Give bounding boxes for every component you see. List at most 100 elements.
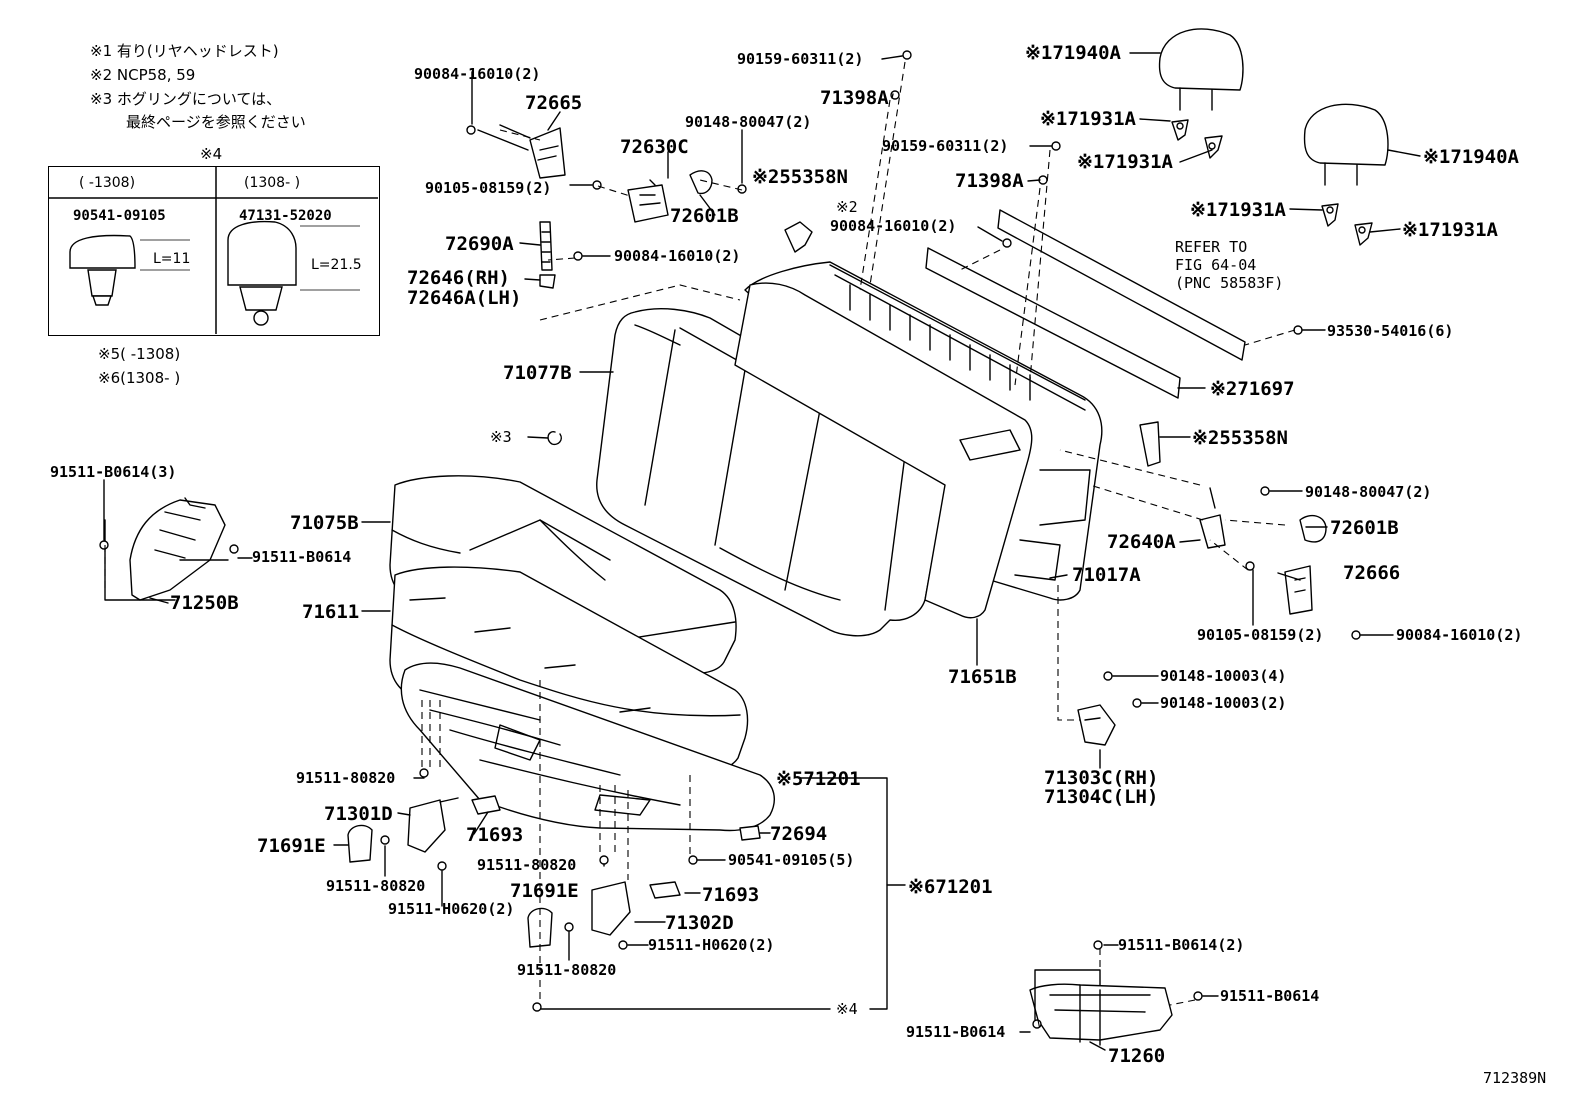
mechanism-72630C xyxy=(627,179,669,223)
label-71250B: 71250B xyxy=(170,592,239,614)
label-71931A-1: ※171931A xyxy=(1040,108,1136,130)
knob-72601B-left xyxy=(689,170,713,195)
clip-72694 xyxy=(739,825,761,841)
refer-line-2: FIG 64-04 xyxy=(1175,256,1257,274)
label-71398A-top: 71398A xyxy=(820,87,889,109)
label-93530-54016: 93530-54016(6) xyxy=(1327,322,1454,340)
label-71693-right: 71693 xyxy=(702,884,760,906)
label-72666: 72666 xyxy=(1343,562,1401,584)
label-72690A: 72690A xyxy=(445,233,514,255)
label-91511-B0614-3: 91511-B0614(3) xyxy=(50,463,177,481)
label-90159-60311-mid: 90159-60311(2) xyxy=(882,137,1009,155)
label-72694: 72694 xyxy=(770,823,828,845)
label-71931A-3: ※171931A xyxy=(1190,199,1286,221)
label-90148-80047-left: 90148-80047(2) xyxy=(685,113,812,131)
label-90148-80047-right: 90148-80047(2) xyxy=(1305,483,1432,501)
seat-pan xyxy=(400,662,776,832)
seat-cushion-pad xyxy=(389,566,749,773)
note-3-continued: 最終ページを参照ください xyxy=(126,113,306,131)
label-71611: 71611 xyxy=(302,601,360,623)
label-91511-80820-b: 91511-80820 xyxy=(326,877,426,895)
label-71940A-right: ※171940A xyxy=(1423,146,1519,168)
figure-id: 712389N xyxy=(1483,1069,1547,1087)
label-90105-08159-right: 90105-08159(2) xyxy=(1197,626,1324,644)
label-72665: 72665 xyxy=(525,92,583,114)
knob-72601B-right xyxy=(1299,514,1327,543)
label-91511-H0620-right: 91511-H0620(2) xyxy=(648,936,775,954)
label-91511-B0614-left: 91511-B0614 xyxy=(252,548,352,566)
label-71651B: 71651B xyxy=(948,666,1017,688)
table-col2-range: (1308- ) xyxy=(244,175,301,191)
label-55358N-right: ※255358N xyxy=(1192,427,1288,449)
label-90148-10003-4: 90148-10003(4) xyxy=(1160,667,1287,685)
fastener-table: ( -1308) (1308- ) 90541-09105 47131-5202… xyxy=(48,166,380,336)
label-90541-09105: 90541-09105(5) xyxy=(728,851,855,869)
refer-line-3: (PNC 58583F) xyxy=(1175,274,1284,292)
label-71931A-4: ※171931A xyxy=(1402,219,1498,241)
label-71691E-right: 71691E xyxy=(510,880,579,902)
hinge-72665 xyxy=(477,124,566,179)
label-90084-16010-right: 90084-16010(2) xyxy=(1396,626,1523,644)
clip-71693-right xyxy=(649,881,681,899)
label-71691E-left: 71691E xyxy=(257,835,326,857)
label-55358N-top: ※255358N xyxy=(752,166,848,188)
label-90105-08159-left: 90105-08159(2) xyxy=(425,179,552,197)
label-91511-B0614-2: 91511-B0614(2) xyxy=(1118,936,1245,954)
label-72630C: 72630C xyxy=(620,136,689,158)
label-71201-note5: ※571201 xyxy=(776,768,861,790)
table-col2-length: L=21.5 xyxy=(311,257,362,273)
label-71201-note6: ※671201 xyxy=(908,876,993,898)
bracket-71250B xyxy=(104,497,229,601)
bracket-71260 xyxy=(1029,969,1173,1046)
label-90084-16010-mid: 90084-16010(2) xyxy=(830,217,957,235)
bracket-72640A xyxy=(1199,487,1226,549)
label-91511-80820-a: 91511-80820 xyxy=(296,769,396,787)
cap-71691E-left xyxy=(347,824,373,863)
headrest-right-lower xyxy=(1303,103,1389,186)
label-71302D: 71302D xyxy=(665,912,734,934)
refer-line-1: REFER TO xyxy=(1175,238,1248,256)
label-71303C-rh: 71303C(RH) xyxy=(1044,767,1159,789)
label-71077B: 71077B xyxy=(503,362,572,384)
label-91511-H0620-left: 91511-H0620(2) xyxy=(388,900,515,918)
label-71304C-lh: 71304C(LH) xyxy=(1044,786,1159,808)
strap-72690A xyxy=(539,221,556,289)
label-note-2: ※2 xyxy=(836,198,858,216)
note-1: ※1 有り(リヤヘッドレスト) xyxy=(90,42,279,60)
table-col1-part: 90541-09105 xyxy=(73,208,166,224)
label-71398A-mid: 71398A xyxy=(955,170,1024,192)
note-3: ※3 ホグリングについては、 xyxy=(90,90,282,108)
back-board xyxy=(734,282,1033,619)
hog-ring xyxy=(547,431,562,446)
note-6: ※6(1308- ) xyxy=(98,369,181,387)
label-90148-10003-2: 90148-10003(2) xyxy=(1160,694,1287,712)
label-90084-16010-top: 90084-16010(2) xyxy=(414,65,541,83)
label-71693-left: 71693 xyxy=(466,824,524,846)
bracket-71302D xyxy=(591,881,631,936)
table-col1-range: ( -1308) xyxy=(79,175,136,191)
cap-71691E-right xyxy=(527,907,553,948)
label-90084-16010-strap: 90084-16010(2) xyxy=(614,247,741,265)
bracket-71301D xyxy=(407,797,459,853)
table-col1-length: L=11 xyxy=(153,251,191,267)
bracket-72666 xyxy=(1284,565,1313,615)
label-72640A: 72640A xyxy=(1107,531,1176,553)
table-col2-part: 47131-52020 xyxy=(239,208,332,224)
label-71940A-top: ※171940A xyxy=(1025,42,1121,64)
label-71075B: 71075B xyxy=(290,512,359,534)
label-91511-80820-d: 91511-80820 xyxy=(517,961,617,979)
label-71260: 71260 xyxy=(1108,1045,1166,1067)
note-2: ※2 NCP58, 59 xyxy=(90,66,196,84)
label-note-4: ※4 xyxy=(836,1000,858,1018)
cover-55358N-top xyxy=(784,221,813,253)
cover-55358N-right xyxy=(1139,421,1161,467)
label-90159-60311-top: 90159-60311(2) xyxy=(737,50,864,68)
label-71697: ※271697 xyxy=(1210,378,1295,400)
rail-trim xyxy=(925,209,1246,399)
label-72601B-right: 72601B xyxy=(1330,517,1399,539)
table-title: ※4 xyxy=(200,145,223,163)
label-91511-B0614-bottom: 91511-B0614 xyxy=(906,1023,1006,1041)
label-71017A: 71017A xyxy=(1072,564,1141,586)
